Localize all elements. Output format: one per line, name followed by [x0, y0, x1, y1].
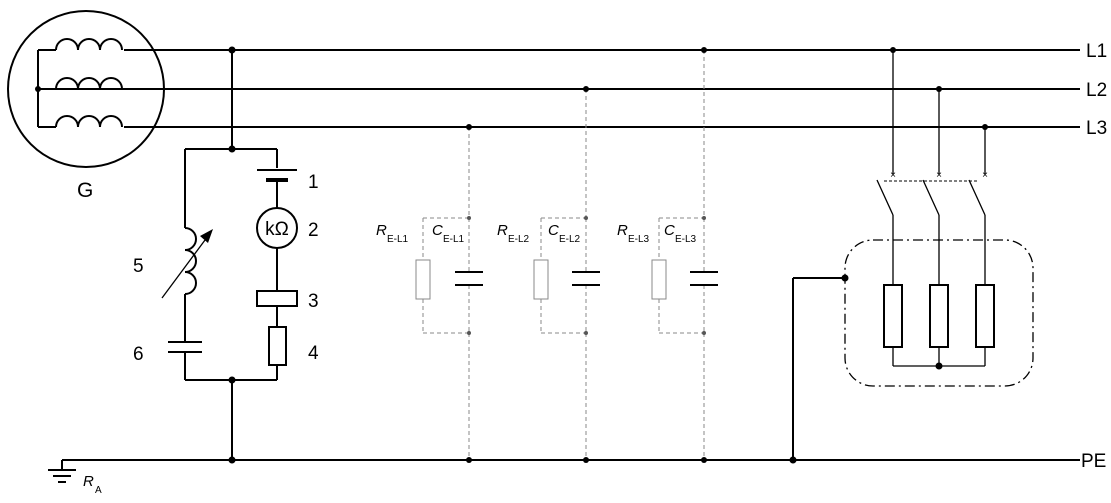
- leakage-resistor-l1: [415, 259, 431, 300]
- relay: [256, 290, 298, 307]
- leakage-r-l3: R: [617, 222, 628, 239]
- label-l1: L1: [1086, 41, 1107, 62]
- earth-resistance-sub: A: [95, 485, 102, 496]
- leakage-c-l2-sub: E-L2: [559, 234, 581, 245]
- component-2-label: 2: [308, 220, 319, 241]
- leakage-r-l2: R: [497, 222, 508, 239]
- component-3-label: 3: [308, 291, 319, 312]
- load-resistor-2: [929, 284, 949, 348]
- leakage-resistor-l2: [533, 259, 549, 300]
- earth-symbol: [48, 460, 76, 483]
- load-resistor-1: [883, 284, 903, 348]
- leakage-l2: [533, 89, 600, 460]
- component-5-label: 5: [133, 256, 144, 277]
- leakage-resistor-l3: [651, 259, 667, 300]
- svg-text:×: ×: [936, 170, 942, 181]
- leakage-l3: [651, 50, 718, 460]
- leakage-c-l2: C: [548, 222, 559, 239]
- variable-inductor: [161, 227, 213, 342]
- earth-resistance-label: R: [83, 473, 94, 490]
- generator-label: G: [77, 179, 93, 202]
- svg-text:×: ×: [890, 170, 896, 181]
- leakage-c-l3-sub: E-L3: [675, 234, 697, 245]
- switch-load: × × ×: [789, 47, 1034, 464]
- component-1-label: 1: [308, 172, 319, 193]
- resistor: [268, 326, 287, 366]
- ohmmeter-symbol: kΩ: [265, 219, 289, 240]
- leakage-r-l1-sub: E-L1: [387, 234, 409, 245]
- leakage-c-l3: C: [664, 222, 675, 239]
- leakage-r-l2-sub: E-L2: [508, 234, 530, 245]
- label-pe: PE: [1081, 451, 1106, 472]
- ohmmeter: kΩ: [256, 207, 298, 291]
- generator: [7, 10, 165, 168]
- component-4-label: 4: [308, 343, 319, 364]
- leakage-r-l1: R: [376, 222, 387, 239]
- capacitor: [168, 341, 202, 380]
- load-resistor-3: [975, 284, 995, 348]
- leakage-c-l1-sub: E-L1: [443, 234, 465, 245]
- dc-source: [257, 169, 297, 208]
- label-l3: L3: [1086, 118, 1107, 139]
- monitoring-circuit: [184, 46, 278, 460]
- equipment-enclosure: [844, 239, 1034, 387]
- leakage-l1: [415, 127, 483, 460]
- leakage-c-l1: C: [432, 222, 443, 239]
- component-6-label: 6: [133, 344, 144, 365]
- leakage-r-l3-sub: E-L3: [628, 234, 650, 245]
- svg-text:×: ×: [982, 170, 988, 181]
- label-l2: L2: [1086, 80, 1107, 101]
